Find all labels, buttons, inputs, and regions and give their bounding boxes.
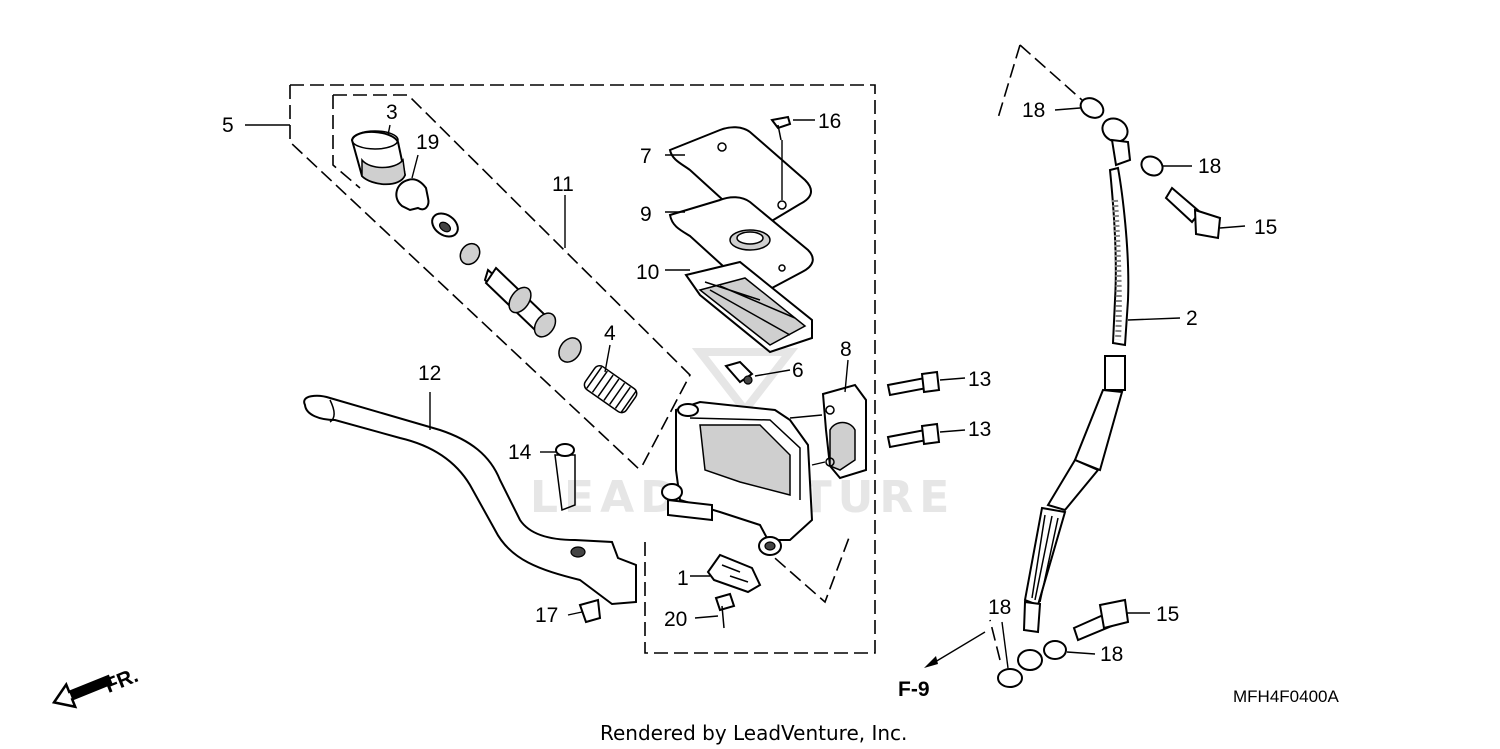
diagram-code: MFH4F0400A	[1233, 687, 1339, 706]
callout-10: 10	[636, 261, 659, 284]
callout-3: 3	[386, 101, 398, 124]
footer-credit: Rendered by LeadVenture, Inc.	[600, 721, 907, 745]
washer-18-a	[1079, 97, 1105, 119]
master-cylinder-outline	[290, 84, 876, 654]
callout-14: 14	[508, 441, 532, 464]
callout-5: 5	[222, 114, 234, 137]
brake-lever-12	[303, 394, 637, 624]
callout-15-b: 15	[1156, 603, 1179, 626]
callout-16: 16	[818, 110, 841, 133]
hose-outline-left	[997, 44, 1021, 119]
screw-16-head	[770, 115, 792, 130]
nut-17	[578, 598, 602, 624]
callout-17: 17	[535, 604, 558, 627]
reservoir-cap-parts	[668, 115, 814, 354]
piston-set-outline-top	[332, 95, 361, 189]
callout-12: 12	[418, 362, 441, 385]
callout-6: 6	[792, 359, 804, 382]
piston-set-outline-right	[333, 94, 691, 471]
reference-arrow	[924, 631, 986, 668]
banjo-bolt-15-a	[1164, 186, 1202, 224]
screw-20	[714, 592, 736, 612]
callout-13-a: 13	[968, 368, 991, 391]
washer-18-d	[1043, 640, 1067, 660]
fr-arrow-icon	[51, 674, 113, 709]
brake-hose-assembly	[997, 97, 1222, 688]
boot-3	[350, 130, 407, 186]
reference-label: F-9	[898, 678, 930, 701]
washer-18-c	[997, 668, 1023, 688]
assembly-outlines	[289, 44, 1083, 661]
callout-13-b: 13	[968, 418, 991, 441]
callout-4: 4	[604, 322, 616, 345]
callout-18-c: 18	[988, 596, 1011, 619]
leader-lines	[245, 107, 1246, 669]
callout-8: 8	[840, 338, 852, 361]
callout-2: 2	[1186, 307, 1198, 330]
callout-11: 11	[552, 173, 574, 196]
bolts-13	[886, 370, 941, 449]
callout-15-a: 15	[1254, 216, 1277, 239]
cover-7	[668, 126, 812, 226]
direction-label: FR.	[102, 664, 142, 698]
clamp-8	[821, 383, 867, 480]
switch-1	[706, 553, 762, 629]
callout-9: 9	[640, 203, 652, 226]
spring	[583, 364, 638, 414]
circlip-19	[395, 178, 430, 212]
piston-4	[459, 242, 582, 363]
washer-18-b	[1140, 155, 1164, 177]
callout-labels: 1 2 3 4 5 6 7 8 9 10 11 12 13 13 14 15 1…	[222, 99, 1277, 666]
hose-outline-top	[1019, 44, 1083, 101]
callout-18-d: 18	[1100, 643, 1123, 666]
piston-kit	[350, 130, 638, 414]
body-outline-corner	[759, 534, 851, 604]
callout-7: 7	[640, 145, 652, 168]
master-cylinder-body	[661, 360, 941, 629]
callout-19: 19	[416, 131, 439, 154]
callout-18-a: 18	[1022, 99, 1045, 122]
diaphragm-10	[684, 260, 813, 354]
hose-outline-bottom	[989, 619, 1001, 661]
callout-20: 20	[664, 608, 687, 631]
callout-1: 1	[677, 567, 689, 590]
callout-18-b: 18	[1198, 155, 1221, 178]
